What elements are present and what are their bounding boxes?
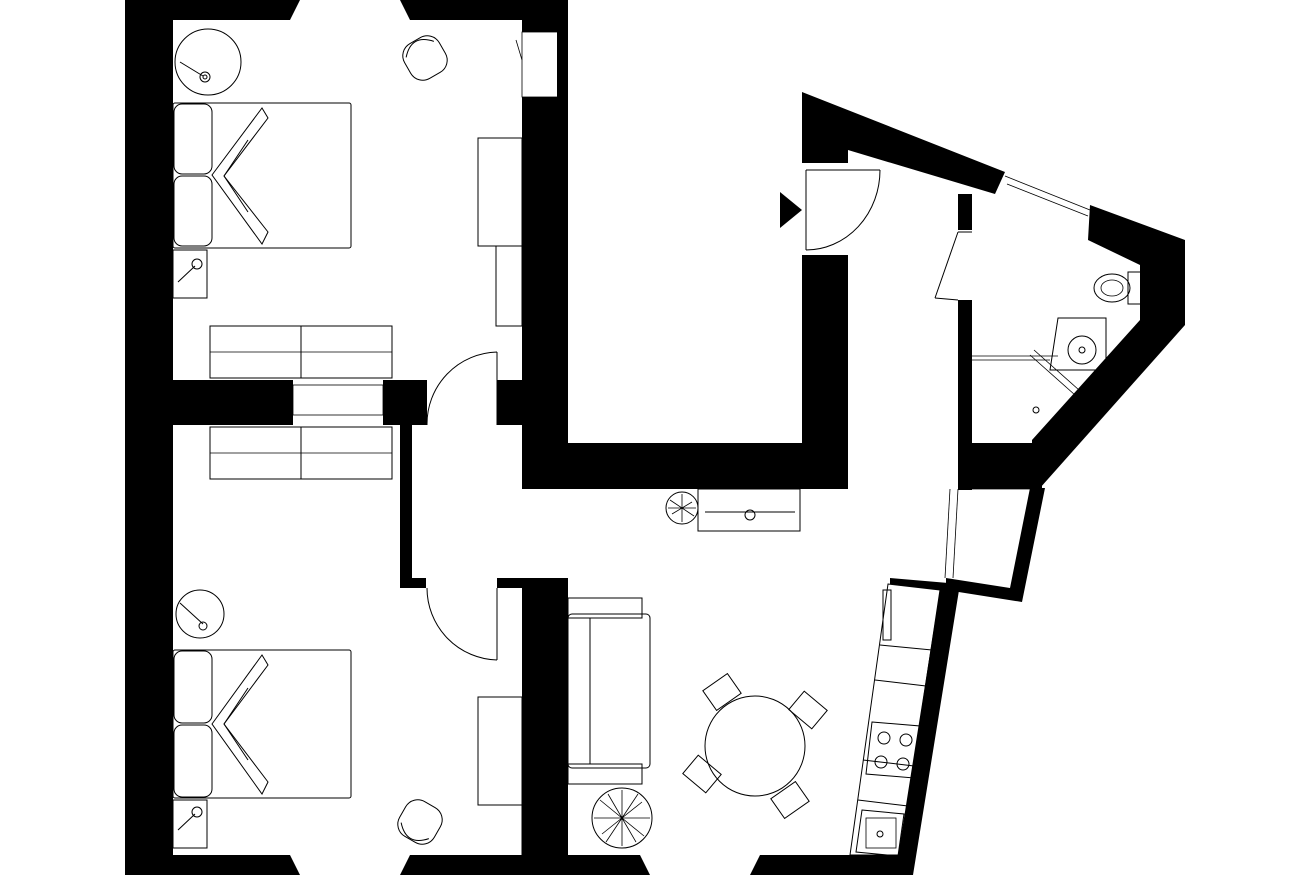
shower-icon [1049, 317, 1107, 371]
walls [125, 0, 1185, 875]
window-bath-top [1004, 175, 1091, 211]
wall-hall-right-bottom [497, 578, 568, 588]
chair [702, 672, 742, 712]
wall-left-exterior [125, 0, 173, 875]
wall-kitchen-right [890, 578, 960, 875]
windows [292, 31, 1091, 579]
wall-bottom-right [568, 855, 650, 875]
wall-bottom-mid [400, 855, 522, 875]
fridge [882, 589, 892, 641]
armchair [402, 35, 448, 81]
bathroom [972, 271, 1145, 414]
wall-u-right [802, 255, 848, 489]
side-table-round [174, 28, 242, 96]
entrance-arrow-icon [780, 192, 802, 228]
bedside-table [172, 249, 208, 299]
wall-column [557, 0, 568, 445]
wall-hall-left-bottom [400, 578, 426, 588]
side-table-round [175, 589, 225, 639]
sink-icon [855, 809, 905, 857]
desk [477, 696, 523, 806]
wall-storage [946, 488, 1045, 602]
wall-between-bedrooms-a [173, 380, 293, 425]
living-kitchen [567, 488, 941, 857]
window-top-right-bedroom [521, 31, 559, 98]
kitchen-counter [849, 583, 941, 856]
dining-table [704, 695, 806, 797]
desk [477, 137, 523, 247]
wall-bath-left-top [958, 194, 972, 230]
wall-bath-right [1032, 205, 1185, 488]
toilet-icon [1093, 271, 1145, 305]
cabinet [521, 736, 559, 856]
lamp-icon [199, 71, 211, 83]
chair [682, 754, 722, 794]
wardrobe-bottom [209, 426, 393, 480]
stove-icon [865, 721, 921, 779]
wall-bedroom-bottom-right [522, 588, 568, 875]
bedroom-bottom [172, 426, 559, 856]
wall-entrance-top [802, 92, 1005, 194]
wardrobe-top [209, 325, 393, 379]
plant-icon [665, 491, 699, 525]
armchair [397, 799, 443, 845]
bedroom-top [172, 28, 523, 379]
sofa [567, 597, 651, 785]
chair [788, 690, 828, 730]
wall-hall-left [400, 425, 412, 587]
wall-u-bottom [522, 443, 848, 489]
wall-bath-left [958, 300, 972, 490]
entrance-door [805, 169, 881, 251]
wall-between-bedrooms-c [497, 380, 568, 425]
wall-bath-bottom [958, 443, 1042, 489]
wall-between-bedrooms-b [383, 380, 427, 425]
window-bedroom-divider [292, 384, 384, 416]
door-bedroom-bottom [426, 587, 498, 661]
plant-icon [591, 787, 653, 849]
doors [426, 169, 972, 661]
cabinet [495, 245, 523, 327]
bedside-table [172, 799, 208, 849]
door-bathroom [934, 231, 972, 301]
window-storage [944, 488, 951, 579]
wall-top-left [173, 0, 300, 20]
chair [770, 780, 810, 820]
door-bedroom-top [426, 351, 498, 426]
double-bed [172, 649, 352, 799]
wall-bottom-far-right [750, 855, 900, 875]
double-bed [172, 102, 352, 249]
wall-bottom-left [173, 855, 300, 875]
